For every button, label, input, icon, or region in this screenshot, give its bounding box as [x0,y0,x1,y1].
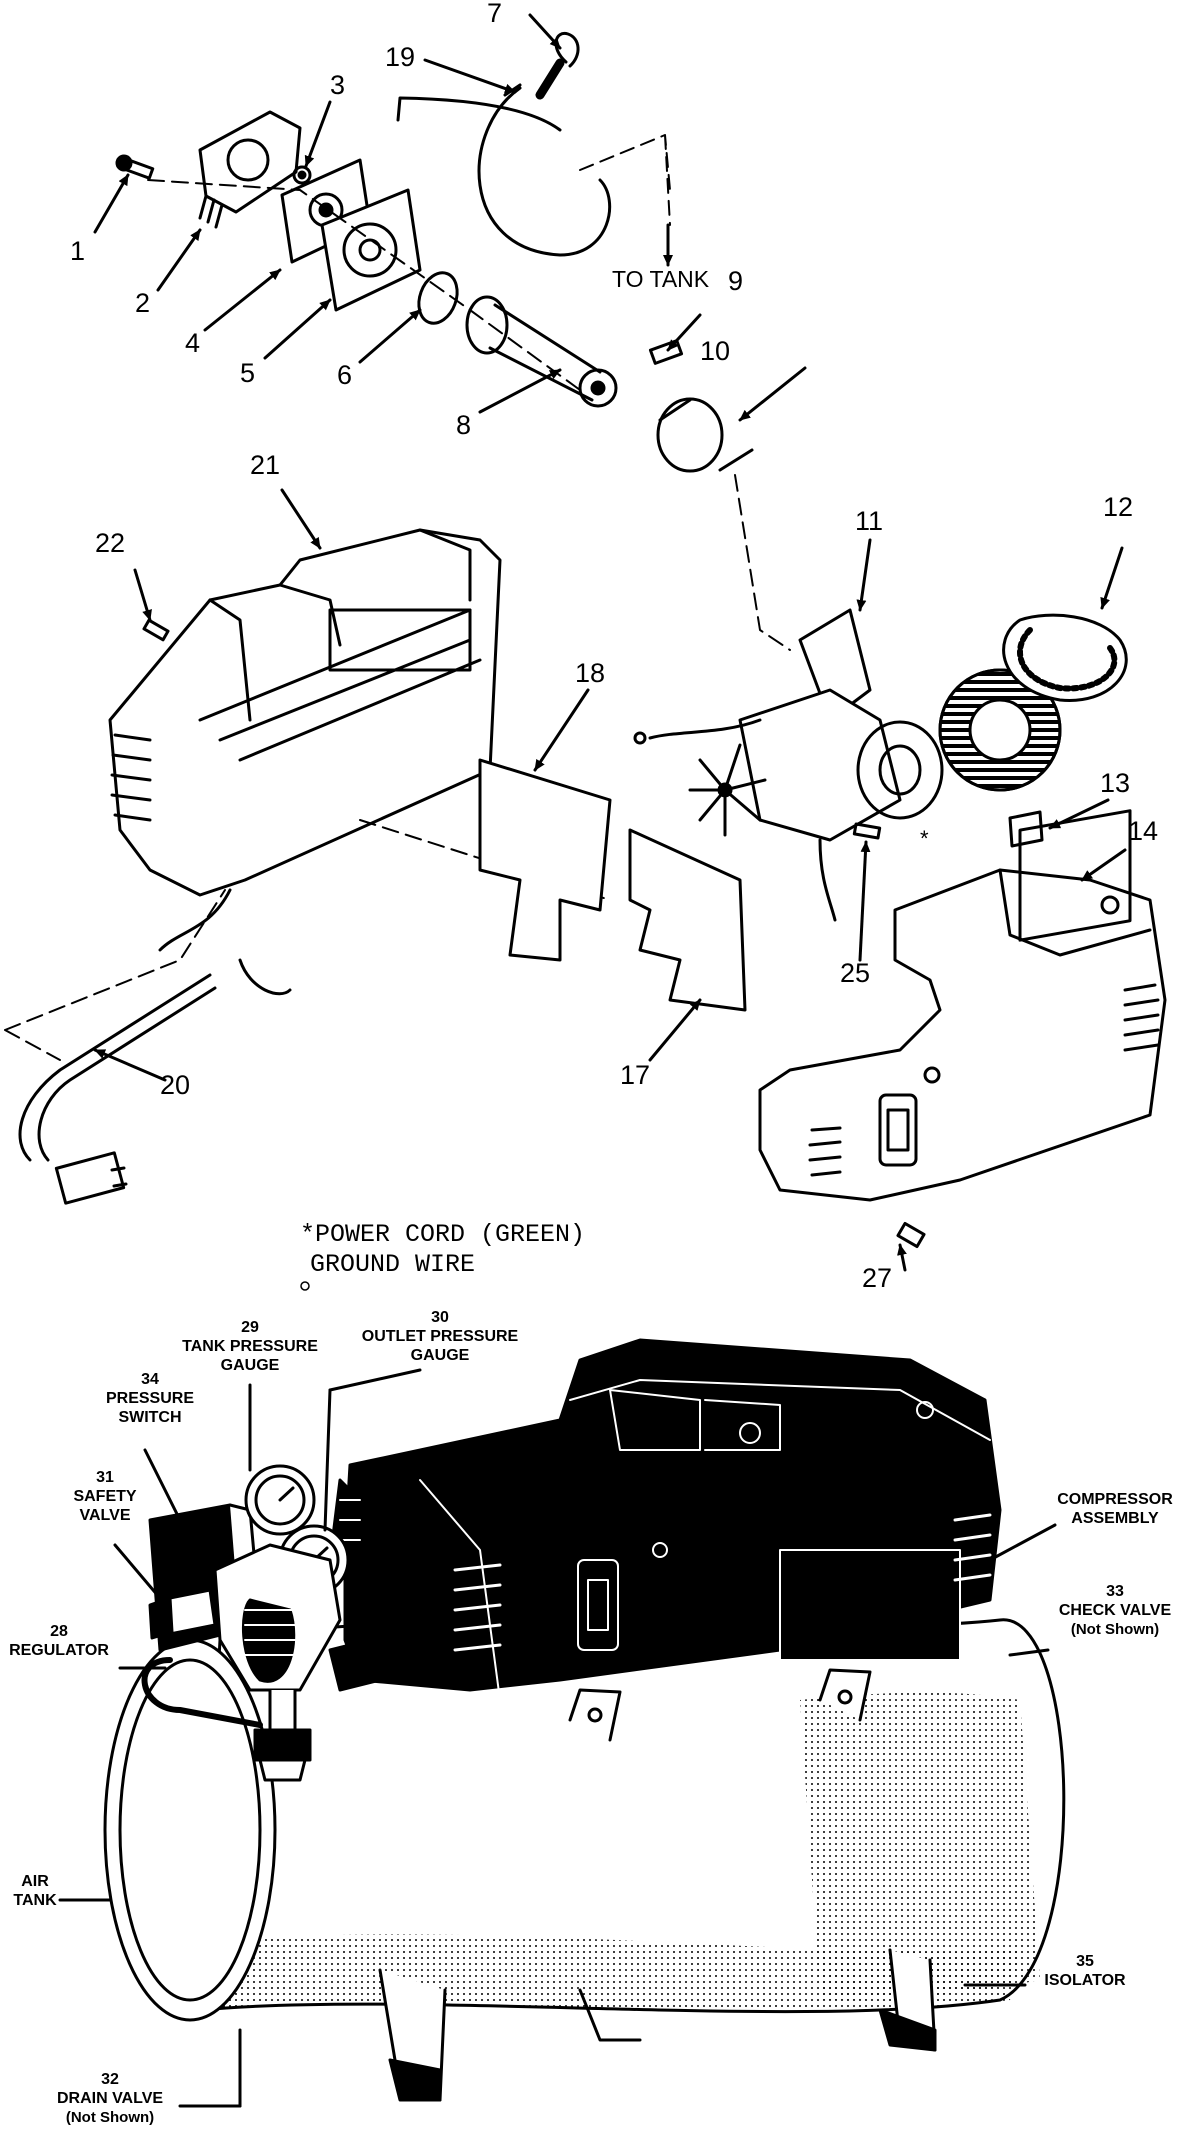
belt-part-12 [1002,613,1128,702]
manifold-assembly [141,1464,382,1782]
callout-3: 3 [330,70,346,100]
label-regulator: 28 REGULATOR [0,1622,118,1660]
rear-shroud-part-21 [108,528,502,897]
callout-10: 10 [700,336,731,366]
callout-14: 14 [1128,816,1159,846]
o-ring-part-6 [417,271,459,325]
asterisk-mark: * [920,826,929,851]
tank-feet [378,1948,937,2102]
tank-gauge-number: 29 [241,1319,259,1336]
isolator-line1: ISOLATOR [1044,1972,1126,1989]
label-tank-pressure-gauge: 29 TANK PRESSURE GAUGE [160,1318,340,1375]
air-tank-line1: AIR [21,1873,49,1890]
callout-1: 1 [70,236,86,266]
baffle-part-17 [628,828,747,1012]
drain-valve-line1: DRAIN VALVE [56,2090,164,2107]
label-isolator: 35 ISOLATOR [1020,1952,1150,1990]
callout-21: 21 [250,450,281,480]
callout-11: 11 [855,506,884,536]
connecting-rod-part-8 [465,295,618,408]
pressure-switch-number: 34 [141,1371,159,1388]
callout-12: 12 [1103,492,1134,522]
pressure-switch-line2: SWITCH [118,1409,182,1426]
callout-17: 17 [620,1060,651,1090]
callout-20: 20 [160,1070,191,1100]
tube-part-19 [396,58,612,257]
label-drain-valve: 32 DRAIN VALVE (Not Shown) [40,2070,180,2127]
screw-part-25 [852,822,882,840]
compressor-line1: COMPRESSOR [1057,1491,1173,1508]
pressure-switch-line1: PRESSURE [105,1390,195,1407]
callout-5: 5 [240,358,256,388]
screw-part-1 [115,154,155,180]
callout-7: 7 [487,0,503,28]
screw-part-22 [142,618,170,642]
callout-18: 18 [575,658,606,688]
label-outlet-pressure-gauge: 30 OUTLET PRESSURE GAUGE [345,1308,535,1365]
gasket-part-3 [292,165,312,185]
tank-gauge-line2: GAUGE [220,1357,280,1374]
compressor-assembly-shroud [328,1338,1002,1701]
check-valve-number: 33 [1106,1583,1124,1600]
callout-8: 8 [456,410,472,440]
drain-valve-number: 32 [101,2071,119,2088]
regulator-number: 28 [50,1623,68,1640]
callout-6: 6 [337,360,353,390]
label-check-valve: 33 CHECK VALVE (Not Shown) [1040,1582,1190,1639]
screw-part-27 [896,1221,926,1249]
check-valve-line2: (Not Shown) [1070,1621,1160,1638]
air-tank-line2: TANK [13,1892,57,1909]
callout-4: 4 [185,328,201,358]
label-safety-valve: 31 SAFETY VALVE [50,1468,160,1525]
callout-25: 25 [840,958,871,988]
callout-19: 19 [385,42,416,72]
callout-13: 13 [1100,768,1131,798]
callout-27: 27 [862,1263,893,1293]
fitting-part-7 [554,31,580,68]
safety-valve-line2: VALVE [79,1507,131,1524]
mount-brackets [568,1668,872,1742]
callout-22: 22 [95,528,126,558]
safety-valve-number: 31 [96,1469,114,1486]
drain-valve-line2: (Not Shown) [65,2109,155,2126]
note-line-1: *POWER CORD (GREEN) [300,1220,586,1249]
piston-part-10 [656,397,754,473]
callout-2: 2 [135,288,151,318]
callout-9: 9 [728,266,744,296]
outlet-gauge-number: 30 [431,1309,449,1326]
screw-part-9 [648,339,684,365]
compressor-line2: ASSEMBLY [1071,1510,1159,1527]
safety-valve-line1: SAFETY [73,1488,137,1505]
power-cord-part-20 [18,888,292,1205]
air-tank [103,1618,1066,2022]
front-shroud-part-14 [758,809,1167,1202]
to-tank-label: TO TANK [612,266,710,292]
check-valve-line1: CHECK VALVE [1058,1602,1172,1619]
isolator-number: 35 [1076,1953,1094,1970]
outlet-gauge-line1: OUTLET PRESSURE [361,1328,519,1345]
label-pressure-switch: 34 PRESSURE SWITCH [80,1370,220,1427]
regulator-line1: REGULATOR [9,1642,109,1659]
tank-gauge-line1: TANK PRESSURE [182,1338,318,1355]
gasket-part-5 [320,188,422,312]
outlet-gauge-line2: GAUGE [410,1347,470,1364]
note-line-2: GROUND WIRE [310,1250,476,1279]
label-compressor-assembly: COMPRESSOR ASSEMBLY [1040,1490,1190,1528]
baffle-part-18 [478,758,612,962]
fan [688,743,767,837]
motor-assembly-part-11 [633,608,1062,922]
label-air-tank: AIR TANK [0,1872,70,1910]
